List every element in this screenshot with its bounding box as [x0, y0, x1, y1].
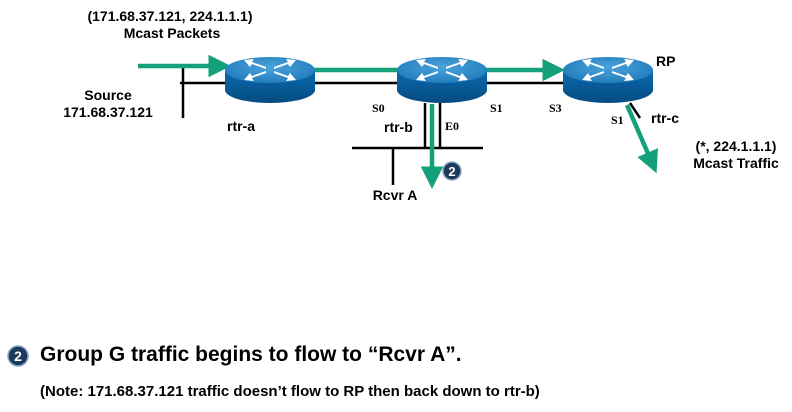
link-c-downstream [628, 102, 642, 119]
receiver-label: Rcvr A [373, 187, 418, 203]
rtr-a-label: rtr-a [227, 118, 255, 134]
step-badge-caption: 2 [7, 345, 29, 367]
rtr-c-s3-label: S3 [549, 101, 562, 115]
source-ip-label: 171.68.37.121 [63, 104, 153, 120]
multicast-flows [138, 54, 658, 189]
router-rtr-c-icon [563, 57, 653, 103]
router-rtr-a-icon [225, 57, 315, 103]
rtr-b-e0-label: E0 [445, 119, 459, 133]
rtr-b-s1-label: S1 [490, 101, 503, 115]
rp-state-traffic-label: Mcast Traffic [693, 155, 779, 171]
rp-label: RP [656, 53, 675, 69]
step-badge-caption-number: 2 [14, 348, 22, 364]
network-links [180, 66, 642, 185]
router-rtr-b-icon [397, 57, 487, 103]
rtr-c-label: rtr-c [651, 110, 679, 126]
rtr-b-label: rtr-b [384, 119, 413, 135]
rp-state-sg-label: (*, 224.1.1.1) [696, 138, 777, 154]
caption-note: (Note: 171.68.37.121 traffic doesn’t flo… [40, 383, 540, 400]
rtr-b-s0-label: S0 [372, 101, 385, 115]
step-badge-diagram: 2 [442, 161, 462, 181]
source-label: Source [84, 87, 132, 103]
packet-type-label: Mcast Packets [124, 25, 221, 41]
caption-main: Group G traffic begins to flow to “Rcvr … [40, 343, 462, 366]
flow-c-downstream [624, 104, 658, 174]
step-badge-diagram-number: 2 [448, 164, 455, 179]
packet-sg-label: (171.68.37.121, 224.1.1.1) [87, 8, 252, 24]
rtr-c-s1-label: S1 [611, 113, 624, 127]
